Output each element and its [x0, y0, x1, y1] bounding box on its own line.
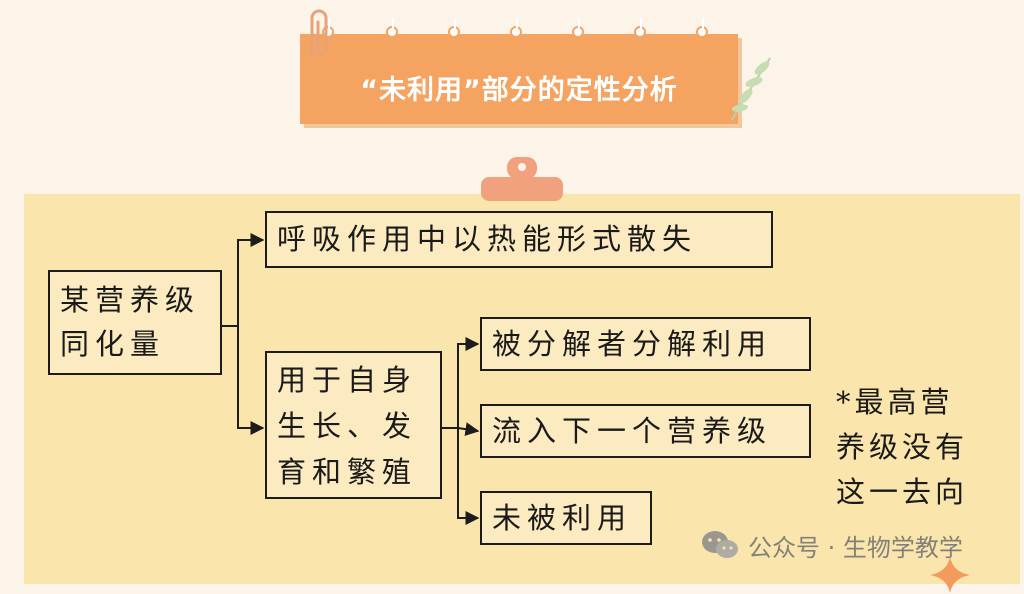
watermark: 公众号 · 生物学教学 [700, 528, 963, 562]
sparkle-icon [930, 557, 970, 593]
binder-ring [634, 18, 646, 38]
page-title: “未利用”部分的定性分析 [360, 75, 678, 106]
binder-ring [696, 18, 708, 38]
watermark-text: 公众号 · 生物学教学 [748, 533, 963, 562]
note-line: 这一去向 [836, 475, 969, 509]
binder-ring [572, 18, 584, 38]
node-line: 同化量 [60, 327, 166, 361]
wechat-icon [702, 531, 738, 558]
title-card: “未利用”部分的定性分析 [300, 18, 738, 124]
node-assimilation: 某营养级 同化量 [48, 270, 222, 375]
clip-tab-icon [481, 157, 563, 201]
node-next-level: 流入下一个营养级 [480, 404, 811, 458]
leaf-icon [731, 57, 771, 121]
note-line: *最高营 [836, 385, 954, 419]
binder-ring [510, 18, 522, 38]
node-line: 某营养级 [60, 283, 201, 317]
node-line: 育和繁殖 [277, 455, 418, 489]
paperclip-icon [310, 9, 328, 58]
node-respiration: 呼吸作用中以热能形式散失 [265, 211, 773, 268]
binder-ring [448, 18, 460, 38]
note-text: *最高营 养级没有 这一去向 [836, 380, 1006, 515]
binder-ring [386, 18, 398, 38]
node-line: 用于自身 [277, 363, 418, 397]
note-line: 养级没有 [836, 430, 969, 464]
node-decomposer: 被分解者分解利用 [480, 317, 811, 371]
node-line: 生长、发 [277, 409, 418, 443]
node-growth: 用于自身 生长、发 育和繁殖 [265, 351, 442, 499]
node-unused: 未被利用 [480, 491, 652, 545]
